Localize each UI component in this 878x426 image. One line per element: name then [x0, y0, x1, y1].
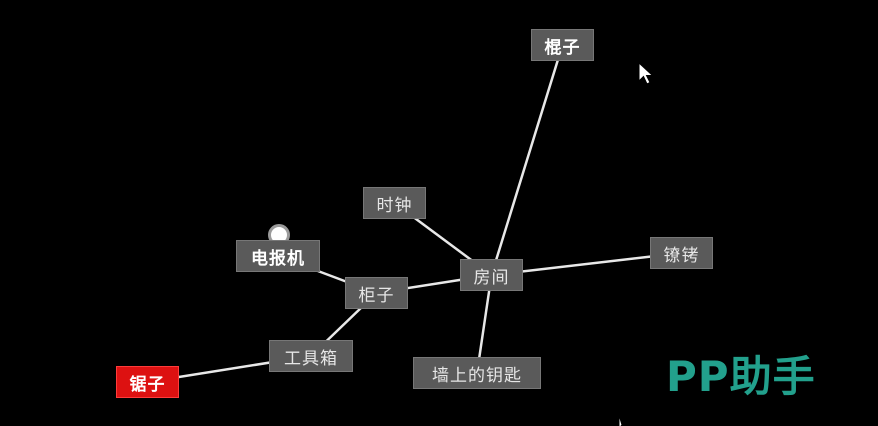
link-fangjian-qiangshang — [475, 273, 493, 375]
mouse-pointer-icon — [638, 62, 654, 85]
clue-node-qiangshang[interactable]: 墙上的钥匙 — [413, 357, 541, 389]
mouse-pointer-icon — [618, 414, 623, 426]
clue-node-juzi[interactable]: 锯子 — [116, 366, 179, 398]
clue-node-shizhong[interactable]: 时钟 — [363, 187, 426, 219]
clue-node-fangjian[interactable]: 房间 — [460, 259, 523, 291]
link-fangjian-liaokao — [490, 251, 683, 277]
clue-node-dianbaoji[interactable]: 电报机 — [236, 240, 320, 272]
clue-node-liaokao[interactable]: 镣铐 — [650, 237, 713, 269]
clue-node-guizi[interactable]: 柜子 — [345, 277, 408, 309]
link-gunzi-fangjian — [490, 43, 564, 277]
clue-node-gongjuxiang[interactable]: 工具箱 — [269, 340, 353, 372]
clue-node-gunzi[interactable]: 棍子 — [531, 29, 594, 61]
pp-assistant-watermark: PP助手 — [666, 352, 816, 401]
